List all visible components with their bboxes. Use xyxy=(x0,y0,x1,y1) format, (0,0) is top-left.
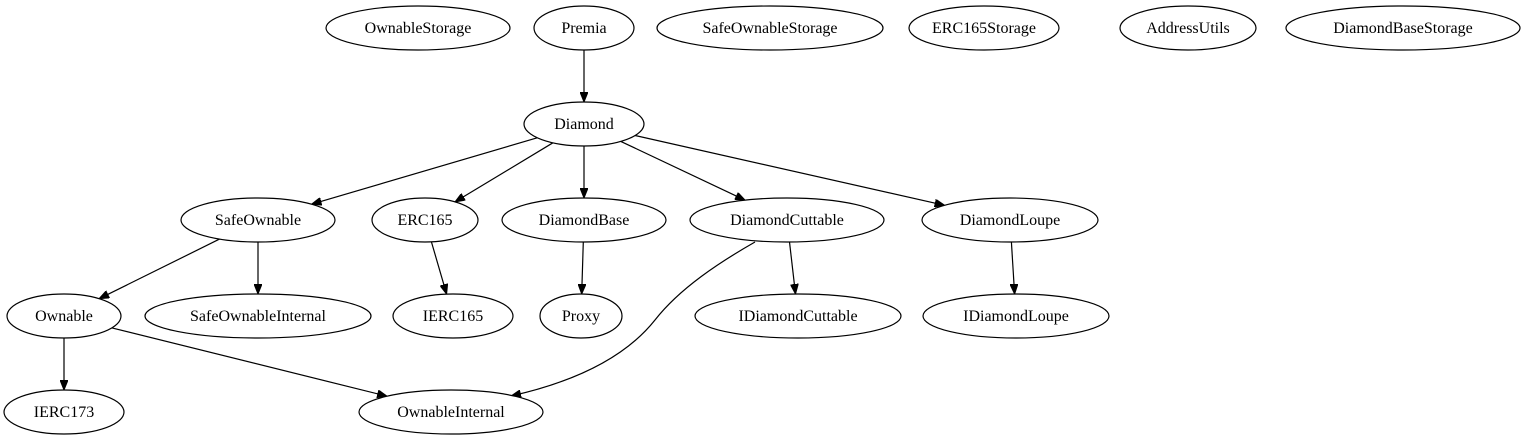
node-erc165: ERC165 xyxy=(371,197,479,243)
node-ellipse xyxy=(6,293,122,339)
edge-diamond-to-diamondloupe xyxy=(634,134,945,206)
edge-arrow xyxy=(455,142,554,202)
node-ellipse xyxy=(501,197,667,243)
node-label: OwnableInternal xyxy=(397,404,505,421)
node-safeownable: SafeOwnable xyxy=(180,197,336,243)
node-label: SafeOwnableStorage xyxy=(702,20,837,37)
edge-arrow xyxy=(111,327,387,396)
node-ellipse xyxy=(689,197,885,243)
node-label: DiamondBase xyxy=(539,212,630,229)
edge-diamondbase-to-proxy xyxy=(582,241,584,294)
node-ellipse xyxy=(694,293,902,339)
node-ellipse xyxy=(656,5,884,51)
node-ellipse xyxy=(539,293,623,339)
node-ellipse xyxy=(533,5,635,51)
edge-arrow xyxy=(620,140,745,200)
node-label: IERC165 xyxy=(423,308,483,325)
edge-ownable-to-ownableinternal xyxy=(111,327,387,396)
node-premia: Premia xyxy=(533,5,635,51)
node-label: OwnableStorage xyxy=(365,20,472,37)
node-ellipse xyxy=(325,5,511,51)
node-ellipse xyxy=(908,5,1060,51)
edge-arrow xyxy=(634,134,945,206)
edge-diamondcuttable-to-idiamondcuttable xyxy=(788,241,796,294)
edge-diamondloupe-to-idiamondloupe xyxy=(1011,241,1014,294)
edges-layer xyxy=(64,50,1015,396)
node-label: ERC165Storage xyxy=(932,20,1036,37)
edge-diamond-to-safeownable xyxy=(312,137,538,204)
node-ellipse xyxy=(392,293,514,339)
edge-arrow xyxy=(582,241,584,294)
edge-arrow xyxy=(312,137,538,204)
node-erc165storage: ERC165Storage xyxy=(908,5,1060,51)
node-label: DiamondLoupe xyxy=(960,212,1060,229)
edge-safeownable-to-ownable xyxy=(99,238,220,299)
edge-arrow xyxy=(1011,241,1014,294)
edge-diamondcuttable-to-ownableinternal xyxy=(511,241,756,396)
node-label: IERC173 xyxy=(34,404,94,421)
edge-arrow xyxy=(511,241,756,396)
node-safeownableinternal: SafeOwnableInternal xyxy=(144,293,372,339)
node-idiamondloupe: IDiamondLoupe xyxy=(922,293,1110,339)
node-ownableinternal: OwnableInternal xyxy=(358,389,544,435)
node-label: Proxy xyxy=(562,308,600,325)
node-label: SafeOwnable xyxy=(215,212,301,229)
edge-diamond-to-diamondcuttable xyxy=(620,140,745,200)
node-label: DiamondCuttable xyxy=(730,212,844,229)
node-addressutils: AddressUtils xyxy=(1119,5,1257,51)
node-ownable: Ownable xyxy=(6,293,122,339)
node-ellipse xyxy=(144,293,372,339)
node-diamondcuttable: DiamondCuttable xyxy=(689,197,885,243)
edge-arrow xyxy=(99,238,220,299)
node-label: IDiamondLoupe xyxy=(963,308,1069,325)
node-label: AddressUtils xyxy=(1146,20,1230,37)
node-ellipse xyxy=(180,197,336,243)
node-ellipse xyxy=(371,197,479,243)
node-diamondbasestorage: DiamondBaseStorage xyxy=(1285,5,1521,51)
edge-arrow xyxy=(430,241,446,294)
node-ierc165: IERC165 xyxy=(392,293,514,339)
edge-erc165-to-ierc165 xyxy=(430,241,446,294)
node-idiamondcuttable: IDiamondCuttable xyxy=(694,293,902,339)
node-ellipse xyxy=(3,389,125,435)
node-ellipse xyxy=(358,389,544,435)
node-safeownablestorage: SafeOwnableStorage xyxy=(656,5,884,51)
node-proxy: Proxy xyxy=(539,293,623,339)
edge-diamond-to-erc165 xyxy=(455,142,554,202)
node-label: ERC165 xyxy=(397,212,452,229)
node-diamondloupe: DiamondLoupe xyxy=(921,197,1099,243)
node-ellipse xyxy=(921,197,1099,243)
node-ellipse xyxy=(1119,5,1257,51)
node-ownablestorage: OwnableStorage xyxy=(325,5,511,51)
node-label: Diamond xyxy=(554,116,614,133)
node-label: Ownable xyxy=(35,308,93,325)
node-ierc173: IERC173 xyxy=(3,389,125,435)
node-ellipse xyxy=(1285,5,1521,51)
node-label: SafeOwnableInternal xyxy=(190,308,326,325)
node-ellipse xyxy=(523,101,645,147)
node-diamondbase: DiamondBase xyxy=(501,197,667,243)
node-label: DiamondBaseStorage xyxy=(1333,20,1473,37)
node-label: Premia xyxy=(561,20,606,37)
edge-arrow xyxy=(788,241,796,294)
node-ellipse xyxy=(922,293,1110,339)
node-label: IDiamondCuttable xyxy=(738,308,857,325)
node-diamond: Diamond xyxy=(523,101,645,147)
